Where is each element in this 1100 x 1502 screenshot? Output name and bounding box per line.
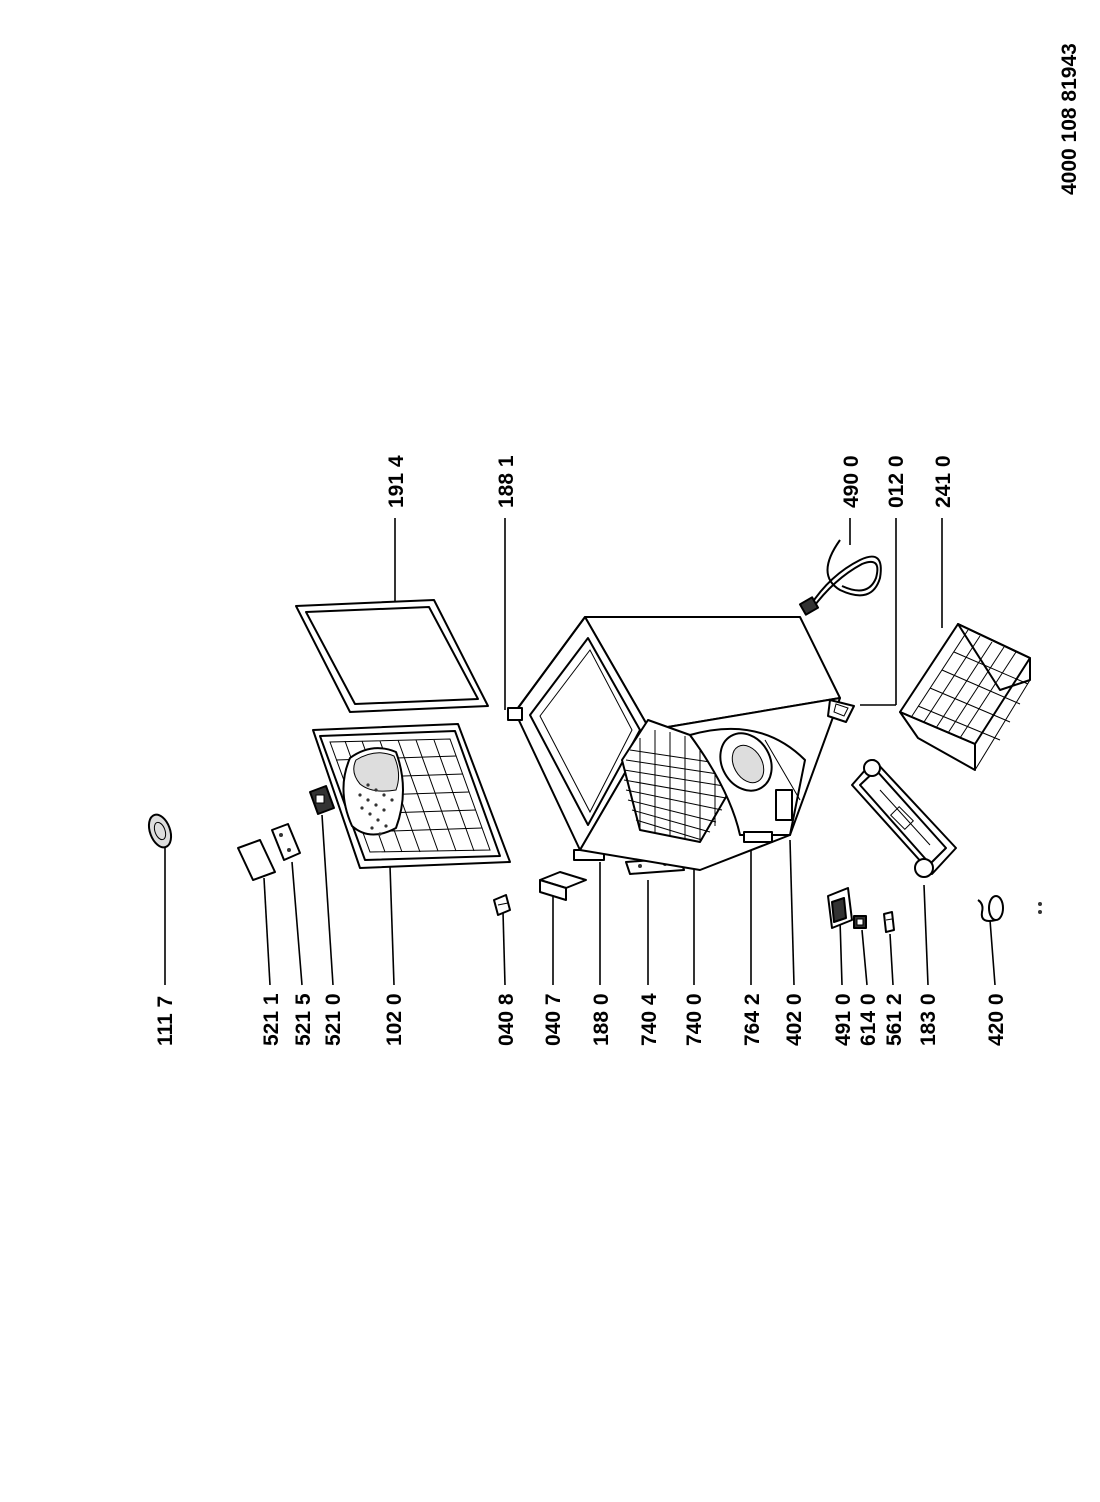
part-label-040-7: 040 7 <box>542 993 565 1046</box>
basket-wire-lines <box>911 629 1029 741</box>
part-label-183-0: 183 0 <box>917 993 940 1046</box>
lid-dots <box>358 783 394 836</box>
lid-part <box>312 723 511 869</box>
part-label-188-0: 188 0 <box>590 993 613 1046</box>
control-label-part <box>237 839 276 881</box>
part-label-561-2: 561 2 <box>883 993 906 1046</box>
base-frame-part <box>851 759 957 878</box>
thermostat-part <box>309 785 335 815</box>
document-number: 4000 108 81943 <box>1058 43 1081 195</box>
knob-part <box>147 813 173 849</box>
hinge-part <box>539 871 587 901</box>
power-cord-part <box>798 539 882 616</box>
part-label-040-8: 040 8 <box>495 993 518 1046</box>
part-label-102-0: 102 0 <box>383 993 406 1046</box>
part-label-764-2: 764 2 <box>741 993 764 1046</box>
part-label-241-0: 241 0 <box>932 455 955 508</box>
condenser-coil-lines <box>623 730 727 842</box>
cabinet-body <box>507 616 855 871</box>
part-label-521-5: 521 5 <box>292 993 315 1046</box>
part-label-420-0: 420 0 <box>985 993 1008 1046</box>
part-label-740-0: 740 0 <box>683 993 706 1046</box>
part-label-490-0: 490 0 <box>840 455 863 508</box>
relay-cover-part <box>827 887 853 929</box>
part-label-402-0: 402 0 <box>783 993 806 1046</box>
part-label-740-4: 740 4 <box>638 993 661 1046</box>
part-label-521-0: 521 0 <box>322 993 345 1046</box>
part-label-521-1: 521 1 <box>260 993 283 1046</box>
basket-part <box>899 623 1031 771</box>
lid-gasket-part <box>295 599 489 713</box>
part-label-188-1: 188 1 <box>495 455 518 508</box>
leader-lines-right <box>394 518 943 710</box>
part-label-614-0: 614 0 <box>857 993 880 1046</box>
part-label-012-0: 012 0 <box>885 455 908 508</box>
part-label-491-0: 491 0 <box>832 993 855 1046</box>
left-labels: 111 7 521 1 521 5 521 0 102 0 040 8 040 … <box>154 993 1008 1046</box>
relay-part <box>853 915 867 929</box>
leader-lines-left <box>164 814 996 986</box>
part-label-191-4: 191 4 <box>385 455 408 508</box>
right-labels: 191 4 188 1 490 0 012 0 241 0 <box>385 455 955 508</box>
hinge-small-part <box>493 894 511 916</box>
overload-part <box>883 911 895 933</box>
part-label-111-7: 111 7 <box>154 996 177 1046</box>
capacitor-part <box>977 895 1042 922</box>
control-plate-part <box>271 823 301 861</box>
